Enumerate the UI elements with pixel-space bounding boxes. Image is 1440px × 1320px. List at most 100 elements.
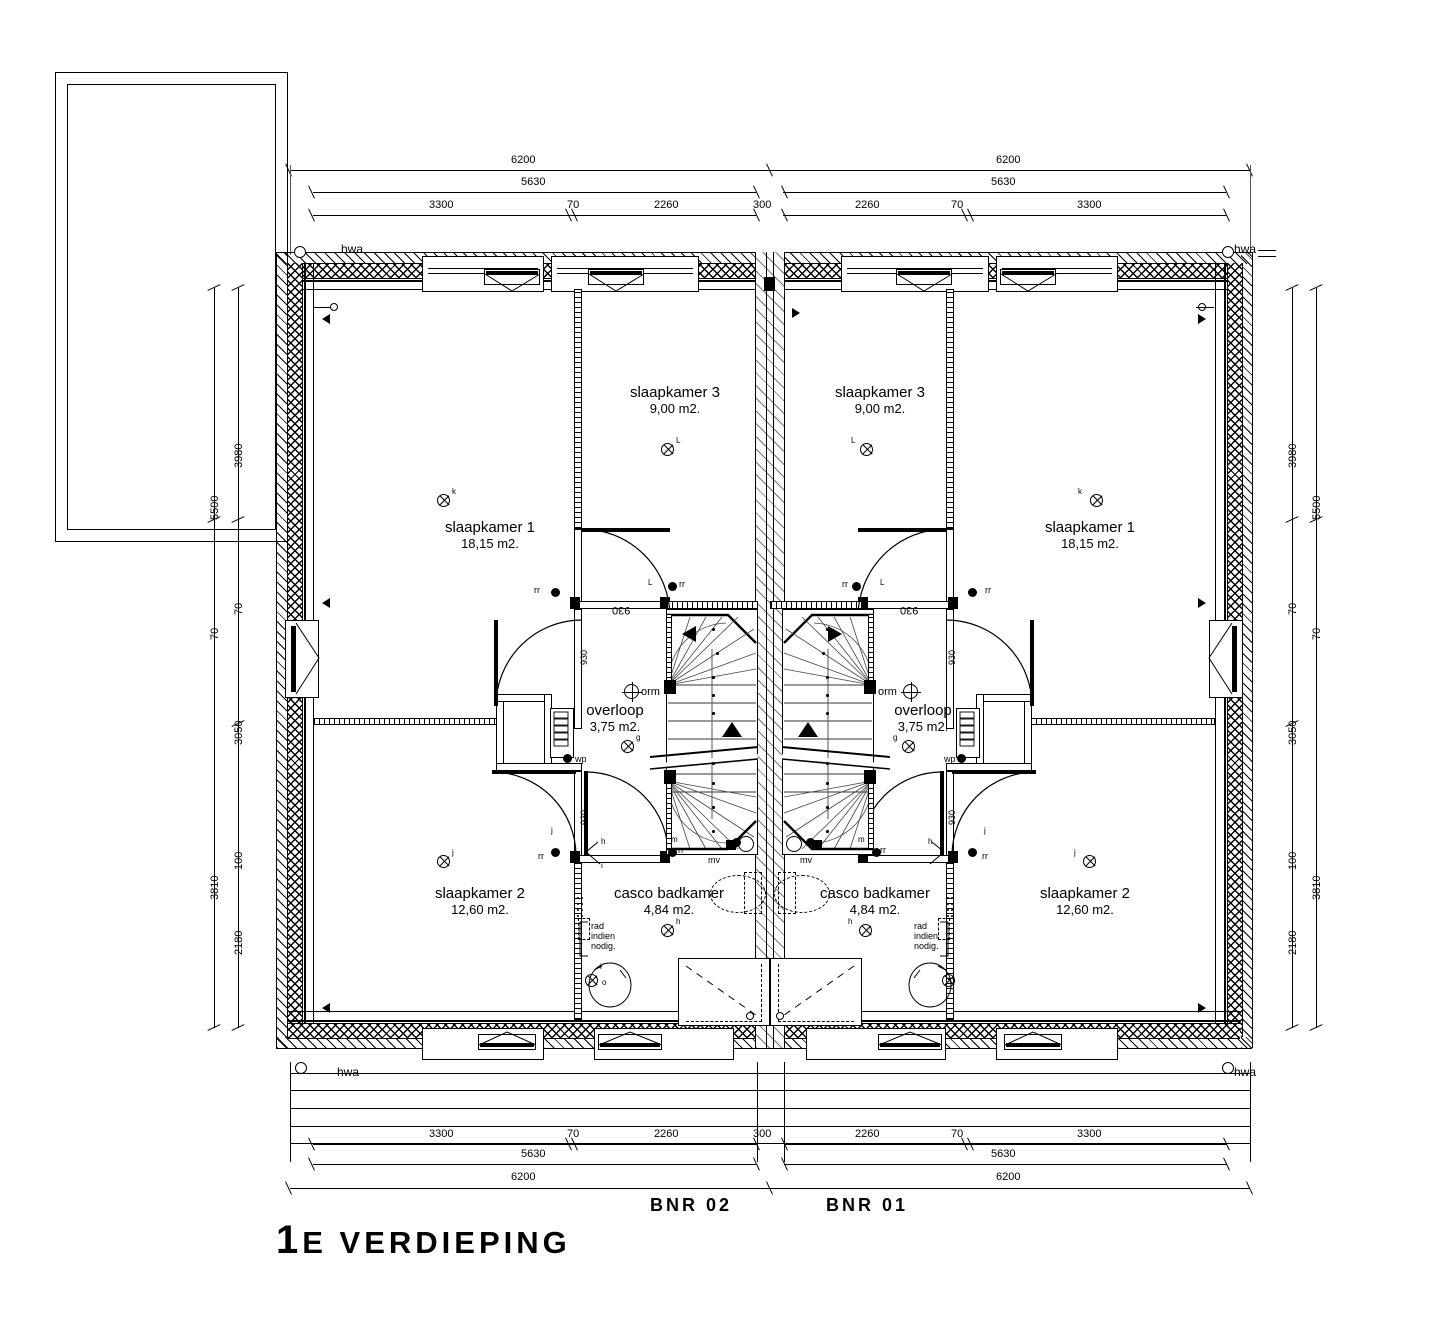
stair-balustrade-right: [868, 614, 874, 684]
window-side-bar-right: [1232, 626, 1237, 692]
window-glazing: [557, 268, 693, 269]
left-wall-outer-leaf: [276, 252, 288, 1048]
light-symbol-left-overloop: [621, 740, 634, 753]
window-side-bar-left: [291, 626, 296, 692]
switch-left-wall-bottom: [322, 1003, 330, 1013]
rad-note-line1: rad: [914, 921, 928, 931]
door-swing-right-slaapkamer1: [945, 619, 1033, 707]
door-width-label-right-mid: 930: [947, 649, 957, 665]
left-unit-jamb: [660, 851, 670, 863]
window-glazing: [428, 273, 538, 274]
door-leaf-left-badkamer: [584, 771, 588, 855]
hwa-label-top-left: hwa: [341, 242, 364, 256]
door-width-label-left-top: 930: [612, 604, 631, 616]
stair-dot: [712, 676, 715, 679]
dim-right-3810: 3810: [1311, 875, 1323, 900]
party-wall-cavity-left: [766, 252, 767, 1048]
stair-dot: [826, 712, 829, 715]
dim-line-right-outer: [1316, 288, 1317, 1028]
dim-bottom-5630-right: 5630: [991, 1148, 1016, 1160]
dim-right-3050: 3050: [1287, 720, 1299, 745]
stair-dot: [826, 806, 829, 809]
toilet-left-unit: [710, 875, 766, 913]
page-title-text: E VERDIEPING: [302, 1225, 571, 1260]
room-area: 3,75 m2.: [589, 719, 641, 734]
dim-right-100: 100: [1287, 851, 1299, 870]
room-area: 9,00 m2.: [649, 401, 701, 416]
shower-area-left: [686, 964, 762, 1022]
window-glazing: [1002, 273, 1112, 274]
rr-label-right-3: rr: [982, 851, 988, 861]
stair-dot: [712, 762, 715, 765]
dim-left-3810: 3810: [209, 875, 221, 900]
light-label-j-right: j: [1074, 848, 1076, 857]
light-label-j-left: j: [452, 848, 454, 857]
dim-top-70-left: 70: [567, 199, 580, 211]
stair-balustrade-right-lower: [868, 780, 874, 850]
dim-top-5630-left: 5630: [521, 176, 546, 188]
toilet-cistern-left: [744, 872, 762, 914]
rr-symbol-right-3: [968, 848, 977, 857]
stair-dot: [826, 676, 829, 679]
dim-right-70-inner: 70: [1287, 602, 1299, 615]
callout-h-i-right: [929, 841, 945, 865]
hwa-label-top-right: hwa: [1234, 242, 1257, 256]
dim-top-6200-right: 6200: [996, 154, 1021, 166]
dim-right-3980: 3980: [1287, 443, 1299, 468]
page-title-number: 1: [276, 1218, 303, 1262]
dim-line-bottom-5630-right: [784, 1164, 1227, 1165]
rr-symbol-right-4: [872, 848, 881, 857]
orm-symbol-right: [901, 682, 921, 702]
light-label-L-right: L: [851, 436, 856, 445]
left-unit-jamb: [660, 597, 670, 609]
callout-label-m-left: m: [671, 835, 678, 844]
switch-left-wall-top: [322, 314, 330, 324]
roof-ridge-right: [784, 1062, 785, 1162]
light-label-g-right: g: [893, 733, 898, 742]
dim-left-70-inner: 70: [233, 602, 245, 615]
top-stud-partition-right: [946, 289, 954, 529]
switch-left-wall-mid: [322, 598, 330, 608]
electrical-panel-left-detail: [553, 711, 569, 747]
room-label-left-slaapkamer3: slaapkamer 3 9,00 m2.: [585, 384, 765, 416]
roof-eave-line-1: [290, 1073, 1250, 1074]
window-open-indicator-right-side: [1208, 622, 1233, 695]
dim-left-100: 100: [233, 851, 245, 870]
stair-direction-arrow-left-upper: [682, 626, 696, 642]
room-area: 18,15 m2.: [1061, 536, 1119, 551]
rr-symbol-right-1: [968, 588, 977, 597]
top-stud-partition-left: [574, 289, 582, 529]
rr-label-right-1: rr: [985, 585, 991, 595]
rad-note-line1: rad: [591, 921, 605, 931]
light-symbol-right-badkamer: [859, 924, 872, 937]
light-symbol-left-badkamer: [661, 924, 674, 937]
right-unit-stud-lintel: [770, 601, 862, 609]
dim-bottom-6200-right: 6200: [996, 1171, 1021, 1183]
dim-top-300-center: 300: [753, 199, 772, 211]
room-label-left-badkamer: casco badkamer 4,84 m2.: [584, 885, 754, 917]
room-label-left-overloop: overloop 3,75 m2.: [560, 702, 670, 734]
room-name: slaapkamer 2: [1039, 885, 1131, 902]
orm-label-left: orm: [641, 686, 660, 698]
dim-top-70-right: 70: [951, 199, 964, 211]
callout-label-h-left: h: [601, 837, 606, 846]
light-symbol-right-slaapkamer3: [860, 443, 873, 456]
dim-line-left-outer: [214, 288, 215, 1028]
switch-right-wall-bottom: [1198, 1003, 1206, 1013]
vent-dots-right: [947, 897, 953, 917]
rr-label-left-1: rr: [534, 585, 540, 595]
window-bottom-left-2: [594, 1028, 734, 1060]
right-unit-room-divider: [1030, 718, 1215, 725]
stair-dot: [712, 628, 715, 631]
roof-eave-line-2: [290, 1090, 1250, 1091]
light-label-g-left: g: [636, 733, 641, 742]
rr-symbol-left-2: [668, 582, 677, 591]
callout-label-L-left-door: L: [648, 578, 653, 587]
wp-label-left: wp: [575, 754, 587, 764]
shower-area-right: [778, 964, 854, 1022]
door-leaf-left-slaapkamer1: [494, 620, 498, 706]
stair-direction-arrow-right-upper: [828, 626, 842, 642]
left-unit-bath-stud-wall: [574, 863, 582, 1020]
dim-bottom-5630-left: 5630: [521, 1148, 546, 1160]
room-name: slaapkamer 2: [434, 885, 526, 902]
